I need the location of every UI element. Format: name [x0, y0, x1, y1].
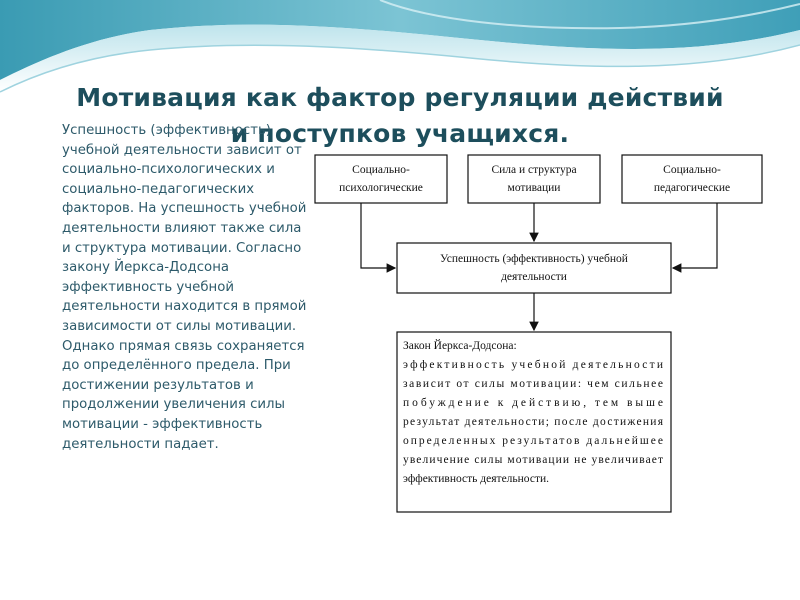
law-text-line: зависит от силы мотивации: чем сильнее: [403, 378, 663, 390]
box-learning-success: [396, 242, 672, 294]
box-social-psychological: [314, 154, 448, 204]
box-learning-success-line2: деятельности: [501, 271, 567, 283]
wave-line: [0, 44, 800, 93]
box-social-psychological-line2: психологические: [339, 182, 423, 194]
box-social-pedagogical-line2: педагогические: [654, 182, 730, 194]
box-yerkes-dodson-law: [396, 331, 672, 513]
law-text-line: побуждение к действию, тем выше: [403, 397, 663, 409]
slide-body-text: Успешность (эффективность) учебной деяте…: [62, 123, 307, 452]
law-text-line: определенных результатов дальнейшее: [403, 435, 663, 447]
law-text-lines: эффективность учебной деятельностизависи…: [403, 359, 664, 485]
law-text-line: эффективность деятельности.: [403, 473, 549, 485]
law-text-line: результат деятельности; после достижения: [403, 416, 664, 428]
box-social-pedagogical: [621, 154, 763, 204]
law-title: Закон Йеркса-Додсона:: [403, 338, 517, 352]
box-motivation-strength-line1: Сила и структура: [491, 164, 576, 176]
slide-title-line1: Мотивация как фактор регуляции действий: [76, 83, 724, 112]
law-text-line: увеличение силы мотивации не увеличивает: [403, 454, 663, 466]
wave-band-dark: [0, 0, 800, 80]
connector-left: [360, 203, 397, 273]
slide-title-line2: и поступков учащихся.: [230, 119, 570, 148]
box-motivation-strength: [467, 154, 601, 204]
slide-title: Мотивация как фактор регуляции действий …: [40, 80, 760, 152]
box-social-psychological-line1: Социально-: [352, 164, 410, 176]
box-motivation-strength-line2: мотивации: [508, 182, 561, 194]
box-learning-success-line1: Успешность (эффективность) учебной: [440, 253, 628, 265]
wave-highlight: [379, 0, 800, 30]
connector-right: [671, 203, 718, 273]
wave-band-light: [0, 24, 800, 92]
box-social-pedagogical-line1: Социально-: [663, 164, 721, 176]
